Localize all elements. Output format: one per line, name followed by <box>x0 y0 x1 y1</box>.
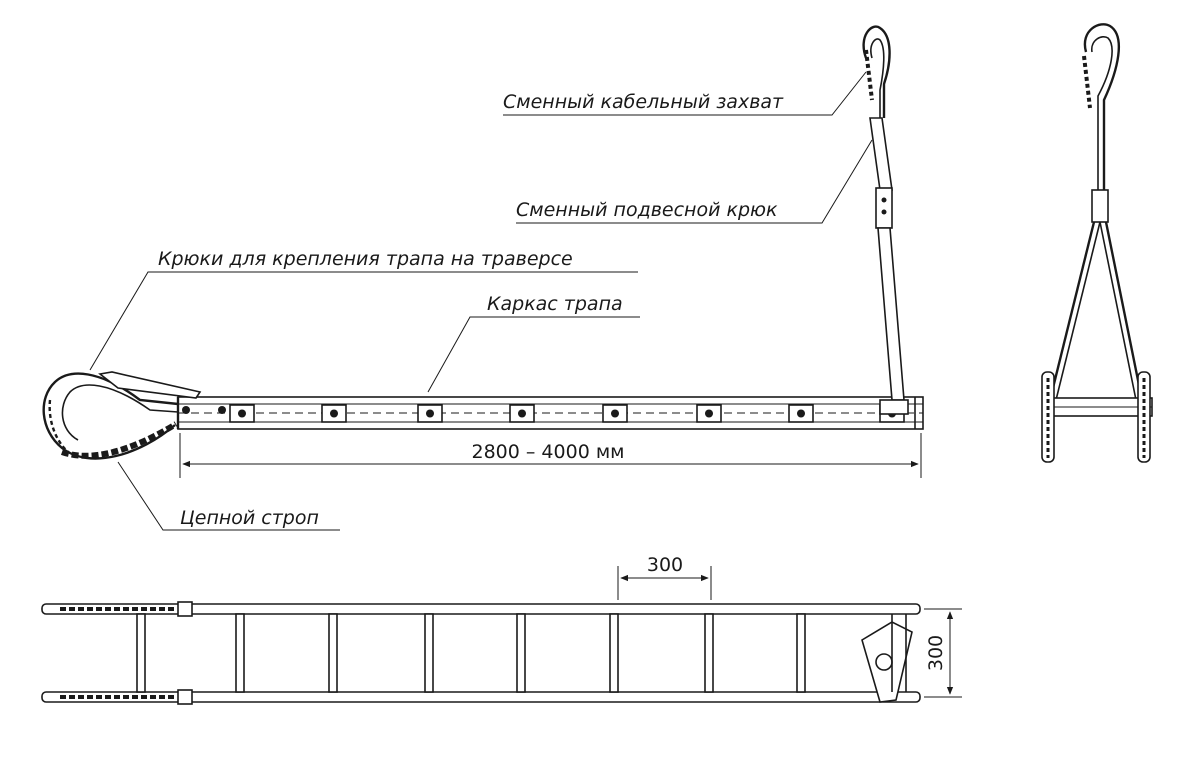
length-dimension: 2800 – 4000 мм <box>179 433 922 478</box>
chain-sling-label: Цепной строп <box>180 507 319 529</box>
hanging-hook <box>862 25 909 415</box>
plan-rungs <box>136 613 806 693</box>
end-view <box>1041 23 1153 463</box>
label-traverse-hooks: Крюки для крепления трапа на траверсе <box>89 248 638 371</box>
rung-spacing-dimension: 300 <box>617 554 712 600</box>
traverse-hooks-label: Крюки для крепления трапа на траверсе <box>158 248 573 270</box>
hanging-hook-label: Сменный подвесной крюк <box>516 199 778 221</box>
ladder-frame <box>176 396 924 430</box>
cable-grip-label: Сменный кабельный захват <box>503 91 784 113</box>
plan-hook <box>861 614 913 703</box>
side-view: 2800 – 4000 мм Сменный кабельный захват … <box>42 25 924 531</box>
label-cable-grip: Сменный кабельный захват <box>503 71 867 116</box>
label-chain-sling: Цепной строп <box>117 461 340 531</box>
traverse-hook <box>42 371 202 460</box>
plan-view: 300 300 <box>41 554 962 705</box>
width-dimension: 300 <box>924 608 962 698</box>
length-dimension-label: 2800 – 4000 мм <box>472 441 625 463</box>
label-hanging-hook: Сменный подвесной крюк <box>516 139 873 224</box>
rung-spacing-label: 300 <box>647 554 683 576</box>
width-label: 300 <box>925 635 947 671</box>
ladder-frame-label: Каркас трапа <box>487 293 623 315</box>
label-ladder-frame: Каркас трапа <box>427 293 640 393</box>
chain-sling <box>60 421 178 459</box>
rung-plates <box>229 404 905 423</box>
